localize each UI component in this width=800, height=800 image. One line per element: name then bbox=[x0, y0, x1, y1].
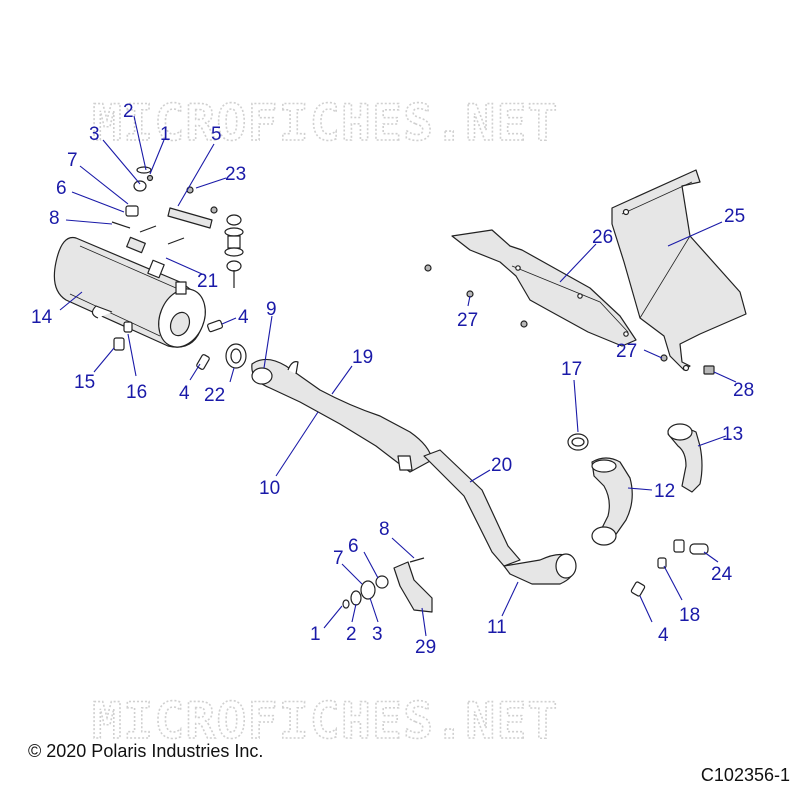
callout-5: 5 bbox=[211, 124, 222, 145]
callout-3b: 3 bbox=[372, 624, 383, 645]
callout-28: 28 bbox=[733, 380, 754, 401]
callout-26: 26 bbox=[592, 227, 613, 248]
callout-20: 20 bbox=[491, 455, 512, 476]
callout-3: 3 bbox=[89, 124, 100, 145]
pipe-13 bbox=[667, 423, 703, 493]
screws-27 bbox=[424, 264, 668, 362]
callout-11: 11 bbox=[487, 617, 507, 638]
callout-4c: 4 bbox=[658, 625, 669, 646]
heat-shield-25 bbox=[611, 169, 747, 372]
pipe-12 bbox=[591, 457, 633, 546]
callout-4a: 4 bbox=[238, 307, 249, 328]
callout-4b: 4 bbox=[179, 383, 190, 404]
callout-19: 19 bbox=[352, 347, 373, 368]
callout-labels: 2 3 1 5 7 23 6 8 25 26 21 9 14 4 27 27 1… bbox=[31, 101, 754, 658]
callout-16: 16 bbox=[126, 382, 147, 403]
callout-12: 12 bbox=[654, 481, 675, 502]
leader-lines bbox=[59, 115, 737, 637]
callout-1b: 1 bbox=[310, 624, 321, 645]
callout-8b: 8 bbox=[379, 519, 390, 540]
callout-6b: 6 bbox=[348, 536, 359, 557]
gasket-17 bbox=[567, 433, 589, 451]
callout-13: 13 bbox=[722, 424, 743, 445]
callout-22: 22 bbox=[204, 385, 225, 406]
callout-1: 1 bbox=[160, 124, 171, 145]
callout-23: 23 bbox=[225, 164, 246, 185]
clamp-hardware-24 bbox=[630, 539, 709, 597]
muffler-14 bbox=[53, 236, 206, 348]
callout-14: 14 bbox=[31, 307, 53, 328]
pipe-20 bbox=[423, 449, 577, 585]
callout-21: 21 bbox=[197, 271, 218, 292]
callout-7b: 7 bbox=[333, 548, 344, 569]
muffler-mount-hardware bbox=[111, 166, 247, 370]
callout-2: 2 bbox=[123, 101, 134, 122]
callout-2b: 2 bbox=[346, 624, 357, 645]
callout-6: 6 bbox=[56, 178, 67, 199]
watermark-bottom: MICROFICHES.NET bbox=[92, 692, 559, 750]
callout-27b: 27 bbox=[616, 341, 637, 362]
callout-27a: 27 bbox=[457, 310, 478, 331]
callout-29: 29 bbox=[415, 637, 436, 658]
callout-8: 8 bbox=[49, 208, 60, 229]
callout-25: 25 bbox=[724, 206, 745, 227]
heat-shield-26 bbox=[451, 229, 637, 347]
watermark-top: MICROFICHES.NET bbox=[92, 94, 559, 152]
clip-28 bbox=[703, 365, 715, 375]
figure-id: C102356-1 bbox=[700, 765, 790, 785]
callout-7: 7 bbox=[67, 150, 78, 171]
callout-18: 18 bbox=[679, 605, 700, 626]
copyright-text: © 2020 Polaris Industries Inc. bbox=[28, 741, 264, 761]
callout-15: 15 bbox=[74, 372, 95, 393]
callout-9: 9 bbox=[266, 299, 277, 320]
callout-10: 10 bbox=[259, 478, 280, 499]
bracket-29 bbox=[342, 557, 433, 613]
header-pipe-19 bbox=[251, 358, 433, 473]
callout-17: 17 bbox=[561, 359, 582, 380]
callout-24: 24 bbox=[711, 564, 733, 585]
